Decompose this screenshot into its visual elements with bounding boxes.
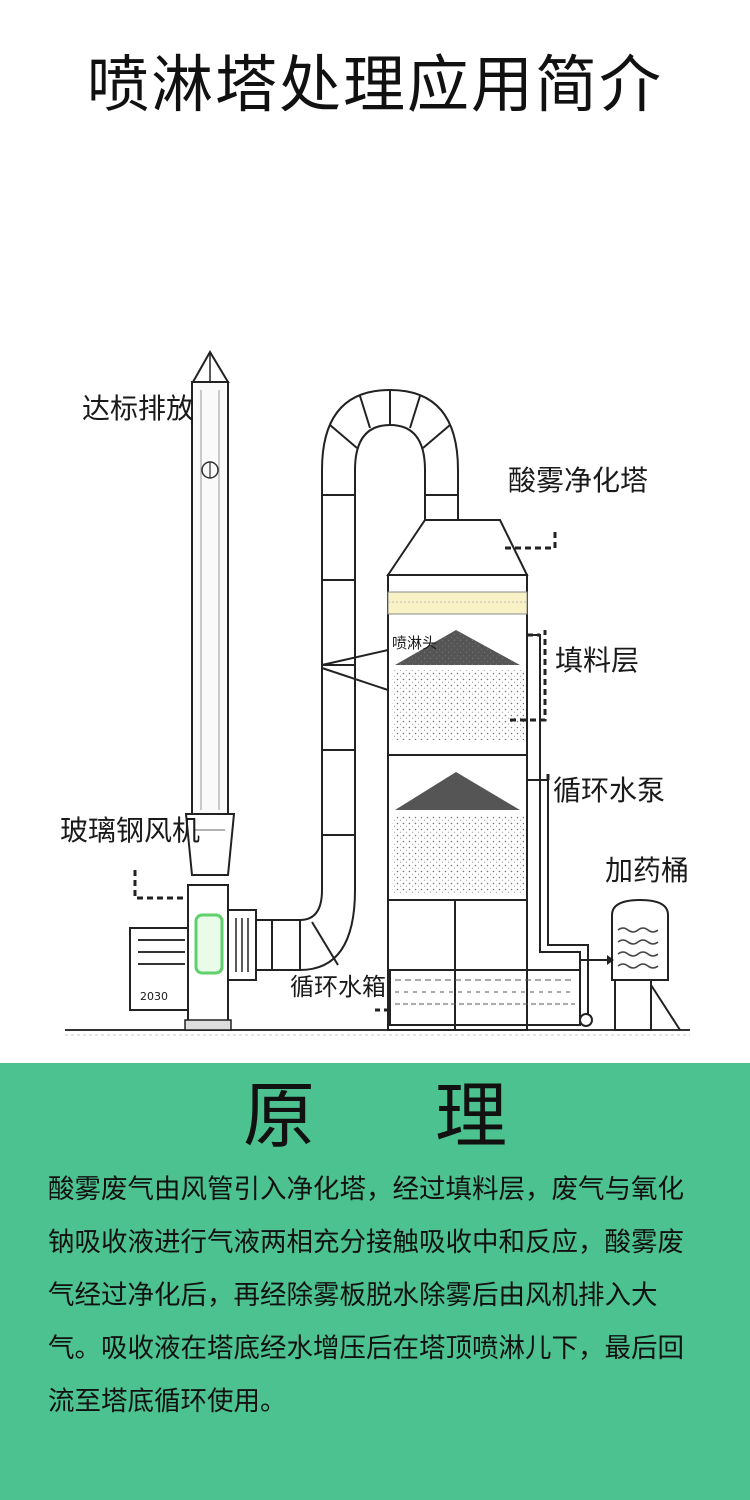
scrubber-tower [386,519,581,1031]
leader-lines [133,530,557,1012]
exhaust-stack [184,350,236,876]
label-nozzle: 喷淋头 [392,634,437,652]
principle-panel: 原理 酸雾废气由风管引入净化塔，经过填料层，废气与氧化钠吸收液进行气液两相充分接… [0,1063,750,1500]
diagram-svg: 2030 [60,350,690,1036]
label-dosing: 加药桶 [605,854,689,887]
fan-unit: 2030 [129,884,257,1031]
label-tower: 酸雾净化塔 [508,464,648,497]
circulation-pipe [527,634,593,1027]
fan-motor [194,913,224,975]
principle-heading: 原理 [242,1074,627,1158]
page-title: 喷淋塔处理应用简介 [86,48,663,121]
dosing-tank [580,898,681,1031]
label-discharge: 达标排放 [82,392,194,425]
svg-text:2030: 2030 [140,990,168,1003]
label-packing: 填料层 [555,644,639,677]
principle-text: 酸雾废气由风管引入净化塔，经过填料层，废气与氧化钠吸收液进行气液两相充分接触吸收… [48,1174,684,1417]
air-duct [256,388,459,971]
label-fan: 玻璃钢风机 [60,814,200,847]
label-pump: 循环水泵 [553,774,665,807]
process-diagram: 2030 [0,330,750,1060]
label-tank: 循环水箱 [290,973,386,1001]
